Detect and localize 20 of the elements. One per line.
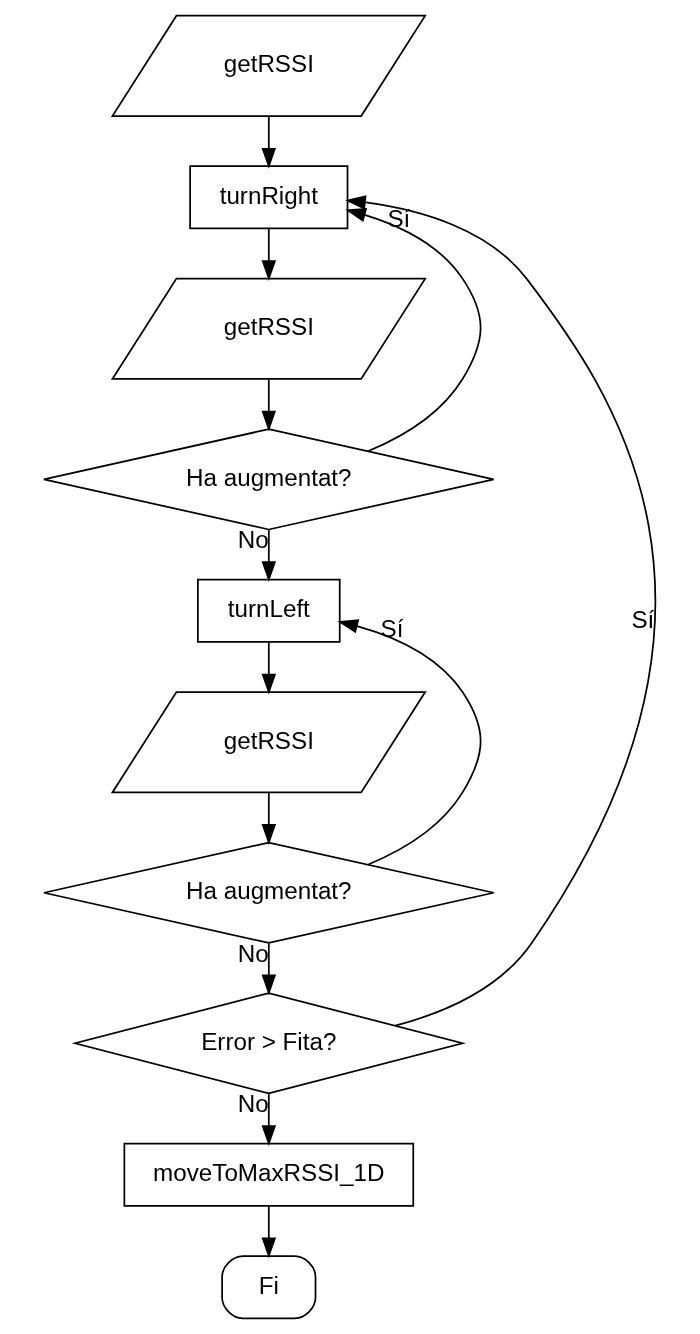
arrow [261,115,277,169]
arrow [345,208,482,452]
node-box: turnLeft [197,578,341,643]
edge-label: Sí [631,606,655,634]
node-box: moveToMaxRSSI_1D [123,1142,415,1207]
arrow [261,792,277,845]
arrow [261,378,277,432]
arrow [261,227,277,282]
node-diamond: Error > Fita? [71,992,466,1095]
arrow [261,942,277,996]
node-diamond: Ha augmentat? [43,841,495,944]
node-diamond: Ha augmentat? [43,428,495,531]
arrow [261,529,277,583]
arrow [261,1093,277,1147]
arrow [261,1205,277,1259]
node-box: turnRight [189,165,349,230]
arrow [337,619,482,866]
node-box: Fi [221,1255,317,1320]
arrow [261,641,277,695]
arrow [345,195,656,1027]
